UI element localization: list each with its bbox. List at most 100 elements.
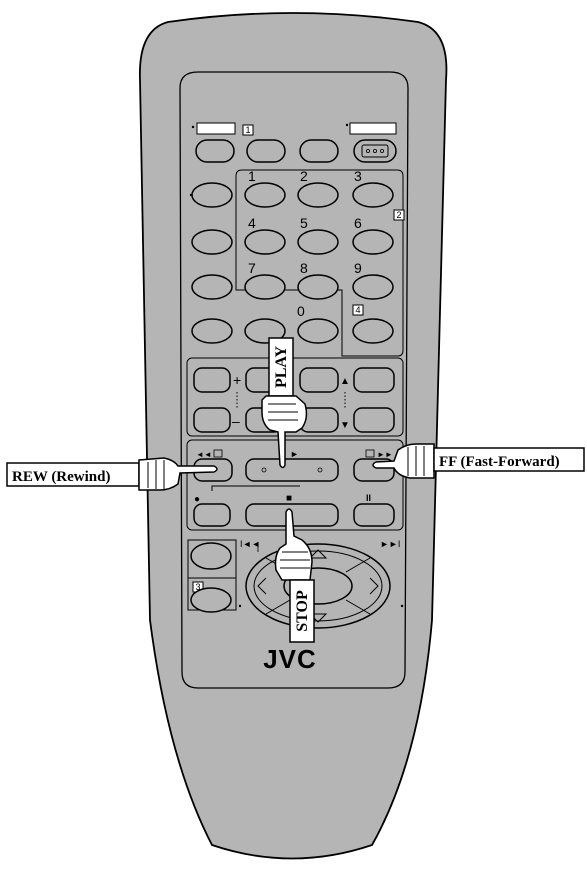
nav-ring-inner bbox=[253, 550, 383, 622]
left-oval-button-1[interactable] bbox=[191, 182, 233, 208]
digit-9-key[interactable]: 9 bbox=[352, 260, 394, 300]
hand-finger-lines bbox=[147, 460, 165, 489]
stop-callout: STOP bbox=[274, 508, 315, 643]
rewind-small-icon bbox=[213, 449, 223, 458]
pause-symbol: II bbox=[366, 493, 371, 503]
channel-up-button[interactable] bbox=[299, 367, 339, 393]
pointing-hand-icon bbox=[138, 457, 218, 491]
top-button-3[interactable] bbox=[299, 139, 339, 163]
lower-left-button-1[interactable] bbox=[190, 542, 232, 570]
play-button[interactable] bbox=[245, 458, 339, 482]
digit-8-key[interactable]: 8 bbox=[297, 260, 339, 300]
record-button[interactable] bbox=[193, 503, 231, 527]
lower-left-button-2[interactable] bbox=[190, 587, 232, 613]
svg-text:2: 2 bbox=[396, 210, 401, 220]
hand-finger-lines bbox=[407, 446, 425, 476]
digit-2-key[interactable]: 2 bbox=[297, 168, 339, 208]
skip-back-symbol: I◄◄ bbox=[240, 539, 260, 549]
navigation-pad[interactable] bbox=[245, 543, 391, 629]
right-down-button[interactable] bbox=[353, 407, 395, 433]
digit-label: 0 bbox=[297, 303, 305, 319]
volume-up-button[interactable] bbox=[193, 367, 231, 393]
svg-text:1: 1 bbox=[245, 125, 250, 135]
ff-callout-box bbox=[433, 447, 585, 472]
play-callout: PLAY bbox=[261, 337, 308, 469]
digit-1-key[interactable]: 1 bbox=[244, 168, 286, 208]
pointing-hand-icon bbox=[261, 395, 308, 469]
right-up-button[interactable] bbox=[353, 367, 395, 393]
hand-finger-lines bbox=[268, 403, 298, 421]
svg-text:3: 3 bbox=[195, 582, 200, 592]
nav-divider bbox=[345, 599, 371, 615]
digit-label: 3 bbox=[354, 168, 362, 184]
play-symbol: ► bbox=[290, 449, 299, 459]
oval-button-row4-4[interactable] bbox=[352, 318, 394, 344]
stop-symbol: ■ bbox=[286, 493, 292, 504]
left-oval-button-4[interactable] bbox=[191, 318, 233, 344]
skip-forward-symbol: ►►I bbox=[380, 539, 400, 549]
marker-1: 1 bbox=[242, 124, 254, 136]
play-callout-label: PLAY bbox=[273, 346, 290, 389]
digit-label: 6 bbox=[354, 215, 362, 231]
play-button-dot bbox=[261, 467, 267, 473]
digit-label: 5 bbox=[300, 215, 308, 231]
digit-label: 7 bbox=[248, 260, 256, 276]
record-symbol: ● bbox=[194, 494, 200, 505]
marker-4: 4 bbox=[352, 304, 364, 316]
ff-small-icon bbox=[365, 449, 375, 458]
nav-up-arrow-icon bbox=[308, 549, 328, 559]
ff-callout-label: FF (Fast-Forward) bbox=[439, 454, 560, 470]
top-button-2[interactable] bbox=[246, 139, 286, 163]
svg-text:4: 4 bbox=[355, 305, 360, 315]
digit-label: 9 bbox=[354, 260, 362, 276]
nav-divider bbox=[265, 599, 291, 615]
up-arrow-symbol: ▲ bbox=[340, 376, 350, 387]
pause-button[interactable] bbox=[353, 503, 395, 527]
channel-volume-frame bbox=[186, 357, 404, 437]
top-button-4[interactable] bbox=[353, 139, 397, 163]
top-right-indicator bbox=[349, 122, 397, 135]
play-callout-tab bbox=[268, 337, 294, 397]
hand-finger-lines bbox=[280, 551, 310, 569]
nav-right-arrow-icon bbox=[369, 577, 379, 595]
oval-button-row4-2[interactable] bbox=[244, 318, 286, 344]
indicator-dot bbox=[400, 604, 404, 608]
digit-7-key[interactable]: 7 bbox=[244, 260, 286, 300]
volume-down-button[interactable] bbox=[193, 407, 231, 433]
fast-forward-symbol: ►► bbox=[377, 450, 393, 459]
number-pad-frame bbox=[235, 169, 404, 357]
transport-divider bbox=[211, 485, 300, 491]
lower-left-frame bbox=[187, 539, 237, 611]
left-oval-button-2[interactable] bbox=[191, 229, 233, 255]
faceplate bbox=[179, 71, 409, 689]
pointing-hand-icon bbox=[274, 508, 313, 581]
digit-6-key[interactable]: 6 bbox=[352, 215, 394, 255]
digit-0-key[interactable]: 0 bbox=[297, 303, 339, 344]
marker-2: 2 bbox=[393, 209, 405, 221]
rew-callout-label: REW (Rewind) bbox=[12, 469, 110, 485]
top-button-4-dots bbox=[361, 144, 389, 158]
digit-5-key[interactable]: 5 bbox=[297, 215, 339, 255]
top-button-1[interactable] bbox=[195, 139, 235, 163]
left-oval-button-3[interactable] bbox=[191, 274, 233, 300]
pointing-hand-icon bbox=[372, 443, 435, 479]
digit-label: 2 bbox=[300, 168, 308, 184]
play-button-dot bbox=[317, 467, 323, 473]
stop-callout-tab bbox=[289, 579, 315, 643]
indicator-dot bbox=[238, 604, 242, 608]
ff-callout: FF (Fast-Forward) bbox=[372, 443, 585, 479]
transport-frame bbox=[186, 439, 404, 531]
brand-logo: JVC bbox=[263, 644, 317, 674]
down-arrow-symbol: ▼ bbox=[340, 420, 350, 431]
digit-label: 4 bbox=[248, 215, 256, 231]
digit-3-key[interactable]: 3 bbox=[352, 168, 394, 208]
digit-4-key[interactable]: 4 bbox=[244, 215, 286, 255]
nav-divider bbox=[345, 557, 371, 573]
rewind-symbol: ◄◄ bbox=[196, 450, 212, 459]
rew-callout: REW (Rewind) bbox=[6, 457, 218, 491]
stop-callout-label: STOP bbox=[294, 590, 311, 632]
digit-label: 1 bbox=[248, 168, 256, 184]
digit-label: 8 bbox=[300, 260, 308, 276]
